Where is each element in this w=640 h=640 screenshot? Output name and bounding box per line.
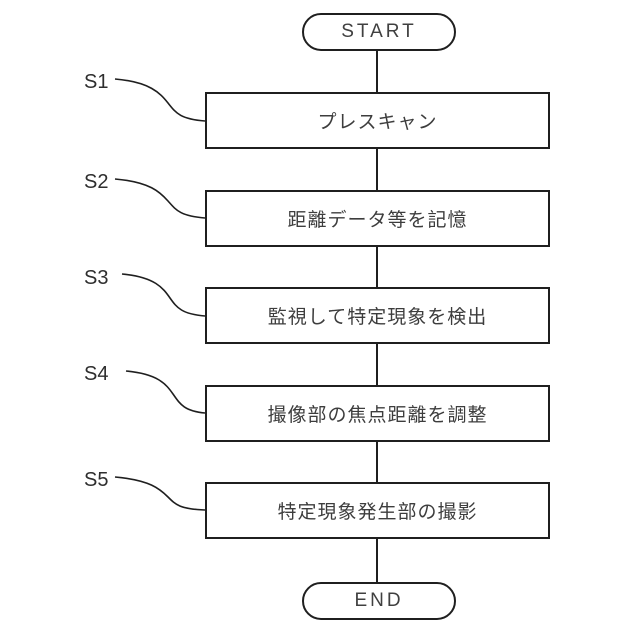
step-id-label-s3: S3 [84,267,109,289]
end-terminal: END [302,582,456,620]
process-label-s5: 特定現象発生部の撮影 [277,502,478,523]
step-id-label-s1: S1 [84,71,109,93]
step-id-label-s5: S5 [84,469,109,491]
process-box-s5: 特定現象発生部の撮影 [205,482,550,539]
process-label-s2: 距離データ等を記憶 [287,210,468,231]
process-label-s4: 撮像部の焦点距離を調整 [267,405,488,426]
leader-line-s5 [114,476,206,511]
leader-line-s4 [125,370,206,414]
process-box-s3: 監視して特定現象を検出 [205,287,550,344]
process-box-s4: 撮像部の焦点距離を調整 [205,385,550,442]
step-id-label-s2: S2 [84,171,109,193]
process-box-s2: 距離データ等を記憶 [205,190,550,247]
process-label-s1: プレスキャン [317,112,438,133]
start-terminal: START [302,13,456,51]
leader-line-s2 [114,178,206,219]
end-terminal-label: END [354,590,404,611]
start-terminal-label: START [341,21,417,42]
step-id-label-s4: S4 [84,363,109,385]
leader-line-s1 [114,78,206,122]
process-label-s3: 監視して特定現象を検出 [267,307,488,328]
process-box-s1: プレスキャン [205,92,550,149]
leader-line-s3 [121,273,206,317]
